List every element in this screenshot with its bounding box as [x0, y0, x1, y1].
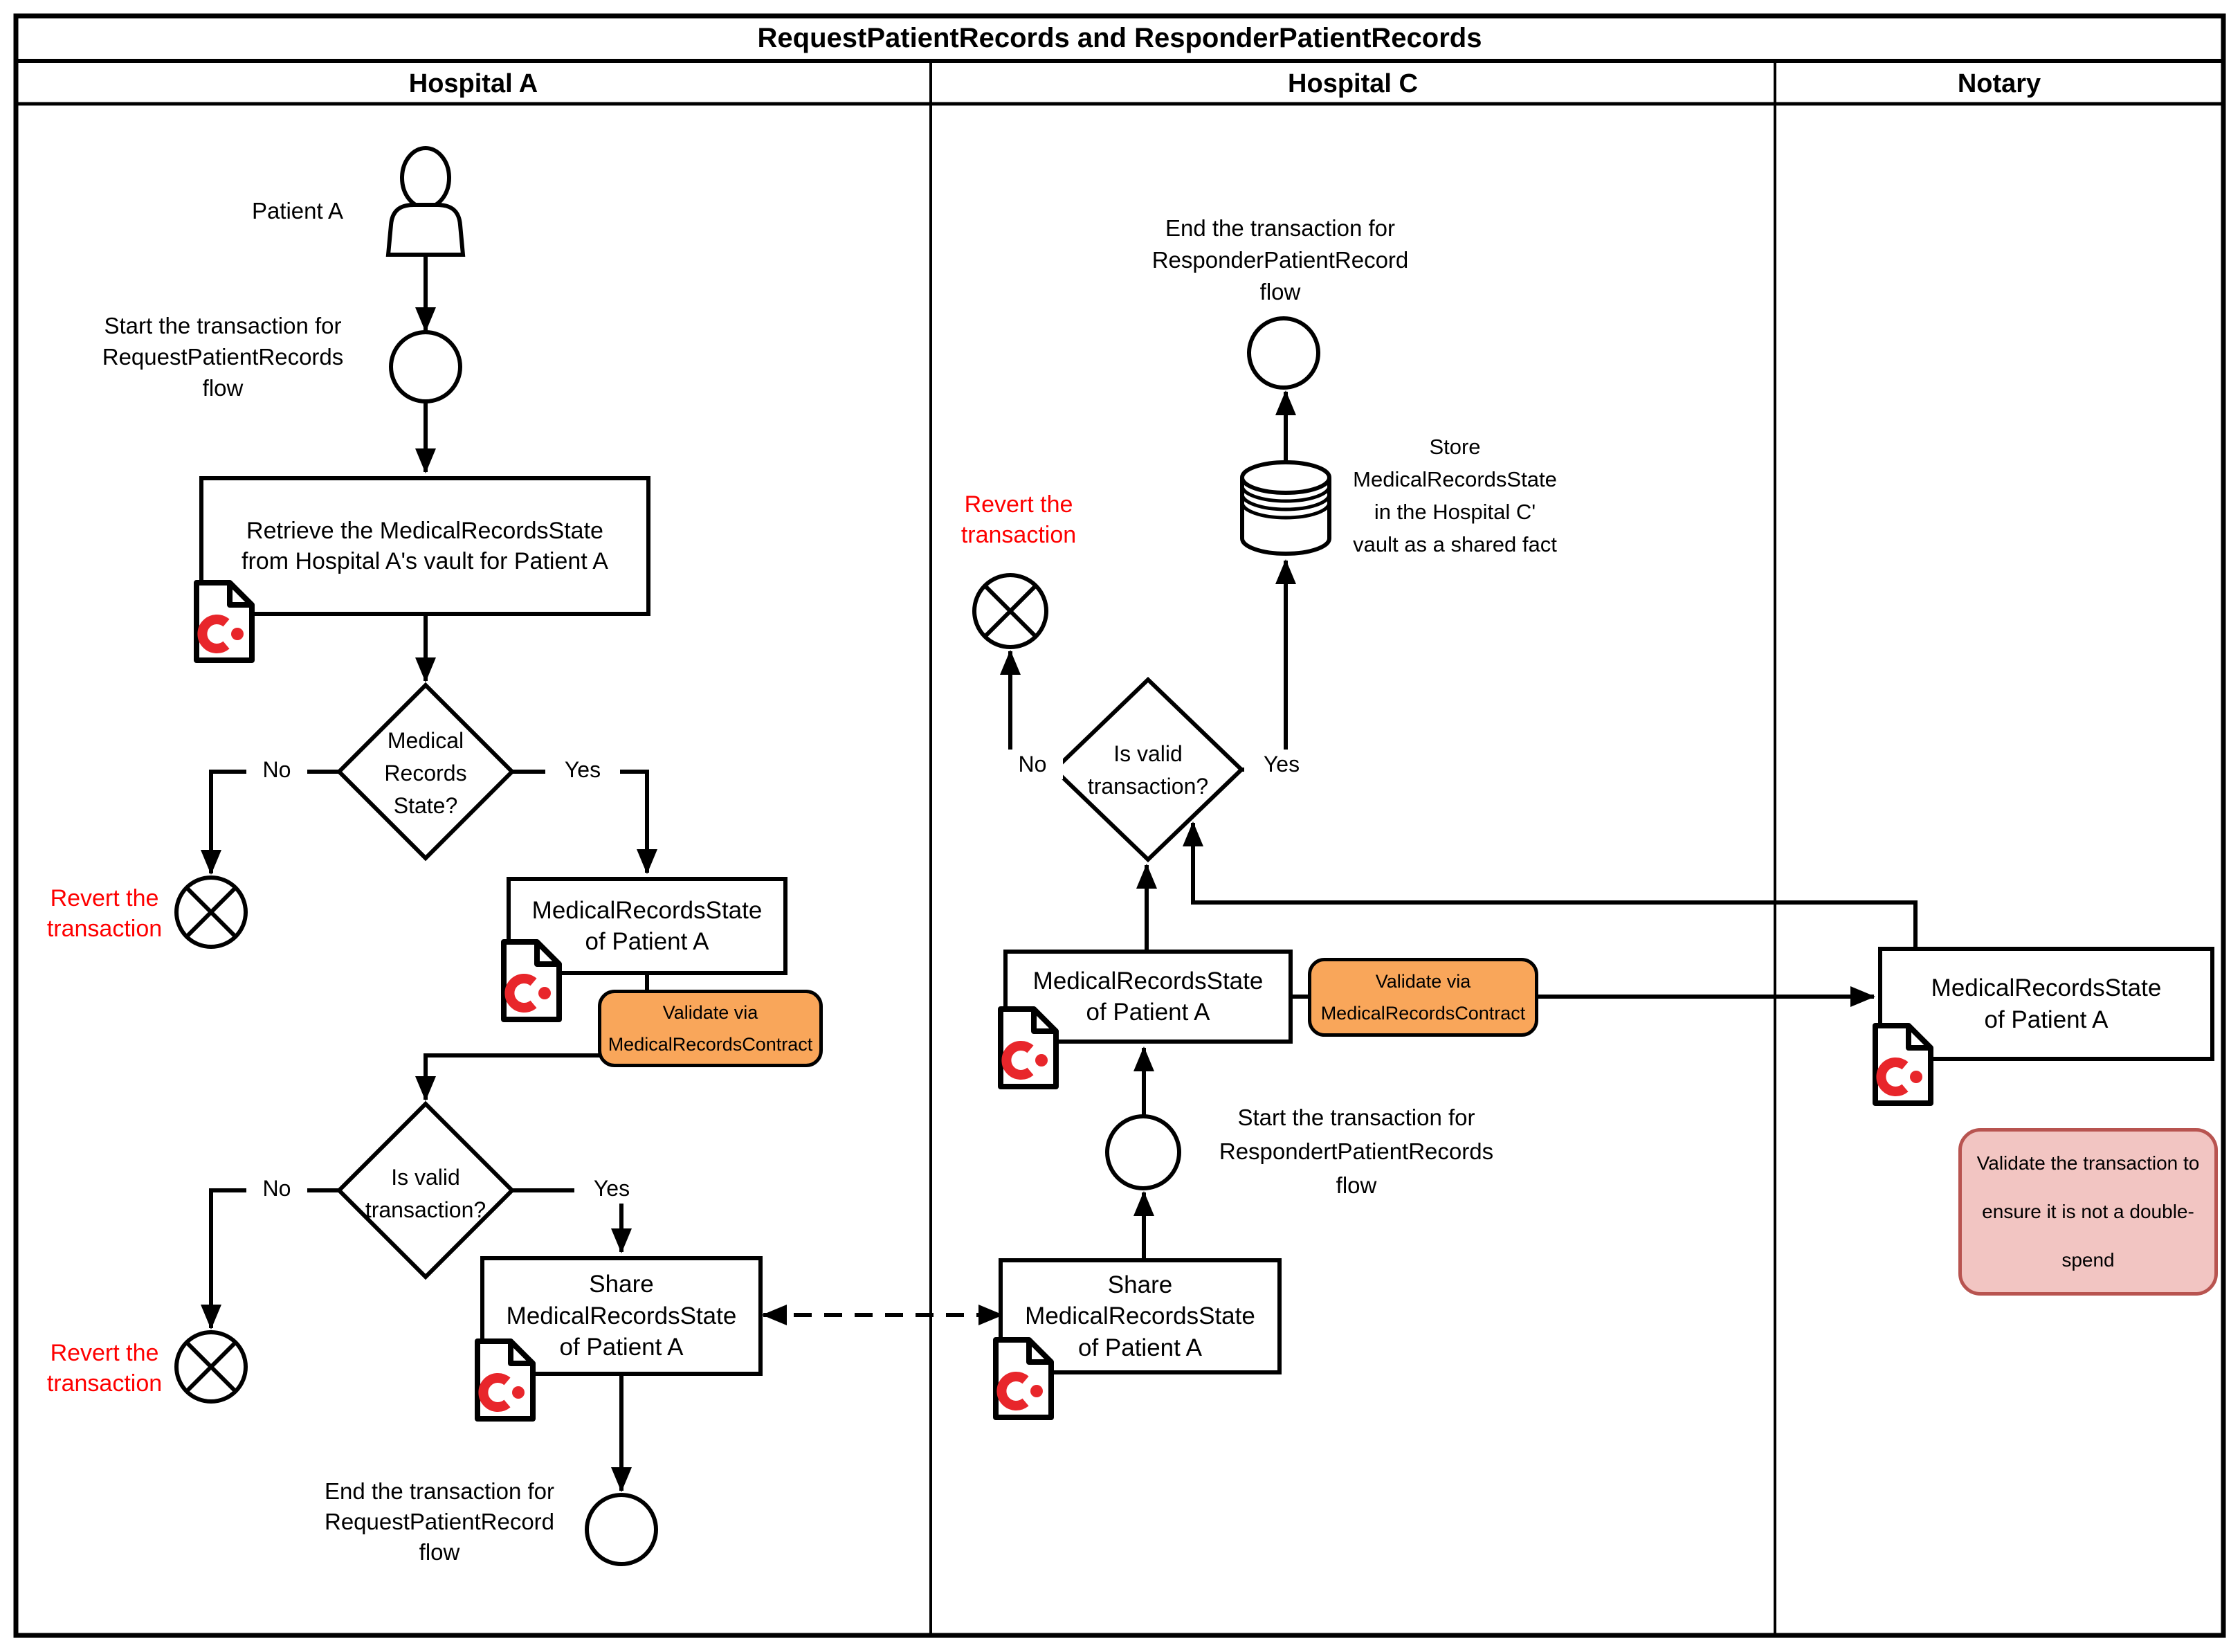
- validate-contract-box-a: Validate via MedicalRecordsContract: [598, 990, 823, 1067]
- cancel-event-c: [972, 573, 1048, 649]
- cancel-event-a2: [174, 1330, 248, 1404]
- decision-valid-diamond-a: [336, 1100, 516, 1280]
- decision1-yes-label: Yes: [545, 755, 620, 786]
- flow-decision1-yes: [512, 770, 657, 874]
- task-box-retrieve: Retrieve the MedicalRecordsState from Ho…: [199, 476, 650, 616]
- end-annotation-a: End the transaction for RequestPatientRe…: [324, 1478, 555, 1565]
- flow-validate-to-decision2: [415, 1053, 599, 1101]
- share-box-a: Share MedicalRecordsState of Patient A: [480, 1256, 763, 1376]
- share-box-a-label: Share MedicalRecordsState of Patient A: [506, 1271, 737, 1361]
- decision-c-no-label: No: [1002, 750, 1063, 780]
- decision-records-label: Medical Records State?: [384, 728, 467, 818]
- share-box-c-label: Share MedicalRecordsState of Patient A: [1025, 1271, 1255, 1361]
- revert-label-c: Revert the transaction: [960, 491, 1077, 548]
- flow-decision-c-yes: [1241, 559, 1296, 772]
- decision1-no-label: No: [246, 755, 307, 786]
- state-box-notary: MedicalRecordsState of Patient A: [1878, 947, 2214, 1061]
- flow-decision2-no: [201, 1188, 339, 1329]
- flow-decision1-no: [201, 770, 339, 875]
- decision-valid-diamond-c: [1051, 676, 1245, 863]
- end-event-a: [585, 1493, 658, 1566]
- revert-label-a2: Revert the transaction: [46, 1340, 163, 1397]
- lane-header-notary: Notary: [1957, 69, 2041, 98]
- end-annotation-c: End the transaction for ResponderPatient…: [1151, 215, 1409, 305]
- person-icon: [385, 146, 466, 257]
- validate-contract-c-label: Validate via MedicalRecordsContract: [1320, 971, 1526, 1024]
- validate-contract-a-label: Validate via MedicalRecordsContract: [608, 1002, 813, 1055]
- decision2-no-label: No: [246, 1174, 307, 1204]
- state-box-notary-label: MedicalRecordsState of Patient A: [1931, 974, 2162, 1033]
- start-annotation-a: Start the transaction for RequestPatient…: [102, 313, 344, 401]
- end-event-c: [1247, 316, 1320, 390]
- state-box-a-label: MedicalRecordsState of Patient A: [531, 896, 763, 956]
- decision-records-diamond: [336, 682, 516, 862]
- share-box-c: Share MedicalRecordsState of Patient A: [999, 1258, 1282, 1374]
- database-cylinder-icon: [1240, 460, 1331, 556]
- pool-border: [13, 13, 2226, 1638]
- flow-notary-to-decision-c: [1183, 822, 1918, 947]
- decision-c-yes-label: Yes: [1244, 750, 1319, 780]
- revert-label-a1: Revert the transaction: [46, 885, 163, 942]
- validate-contract-box-c: Validate via MedicalRecordsContract: [1308, 958, 1538, 1037]
- state-box-c: MedicalRecordsState of Patient A: [1003, 950, 1293, 1044]
- task-retrieve-label: Retrieve the MedicalRecordsState from Ho…: [242, 517, 608, 574]
- start-event-c: [1105, 1114, 1181, 1190]
- diagram-title: RequestPatientRecords and ResponderPatie…: [757, 23, 1482, 53]
- decision-valid-c-label: Is valid transaction?: [1087, 741, 1209, 799]
- store-annotation-c: Store MedicalRecordsState in the Hospita…: [1353, 435, 1557, 556]
- lane-header-hospital-c: Hospital C: [1288, 69, 1418, 98]
- lane-header-hospital-a: Hospital A: [408, 69, 538, 98]
- note-box-double-spend: Validate the transaction to ensure it is…: [1958, 1128, 2218, 1296]
- patient-label: Patient A: [251, 198, 344, 224]
- decision2-yes-label: Yes: [574, 1174, 649, 1204]
- decision-valid-a-label: Is valid transaction?: [365, 1165, 486, 1222]
- cancel-event-a1: [174, 875, 248, 949]
- start-event-a: [389, 330, 462, 403]
- note-double-spend-label: Validate the transaction to ensure it is…: [1976, 1152, 2200, 1271]
- state-box-a: MedicalRecordsState of Patient A: [507, 877, 787, 975]
- state-box-c-label: MedicalRecordsState of Patient A: [1032, 967, 1264, 1026]
- start-annotation-c: Start the transaction for RespondertPati…: [1219, 1105, 1494, 1198]
